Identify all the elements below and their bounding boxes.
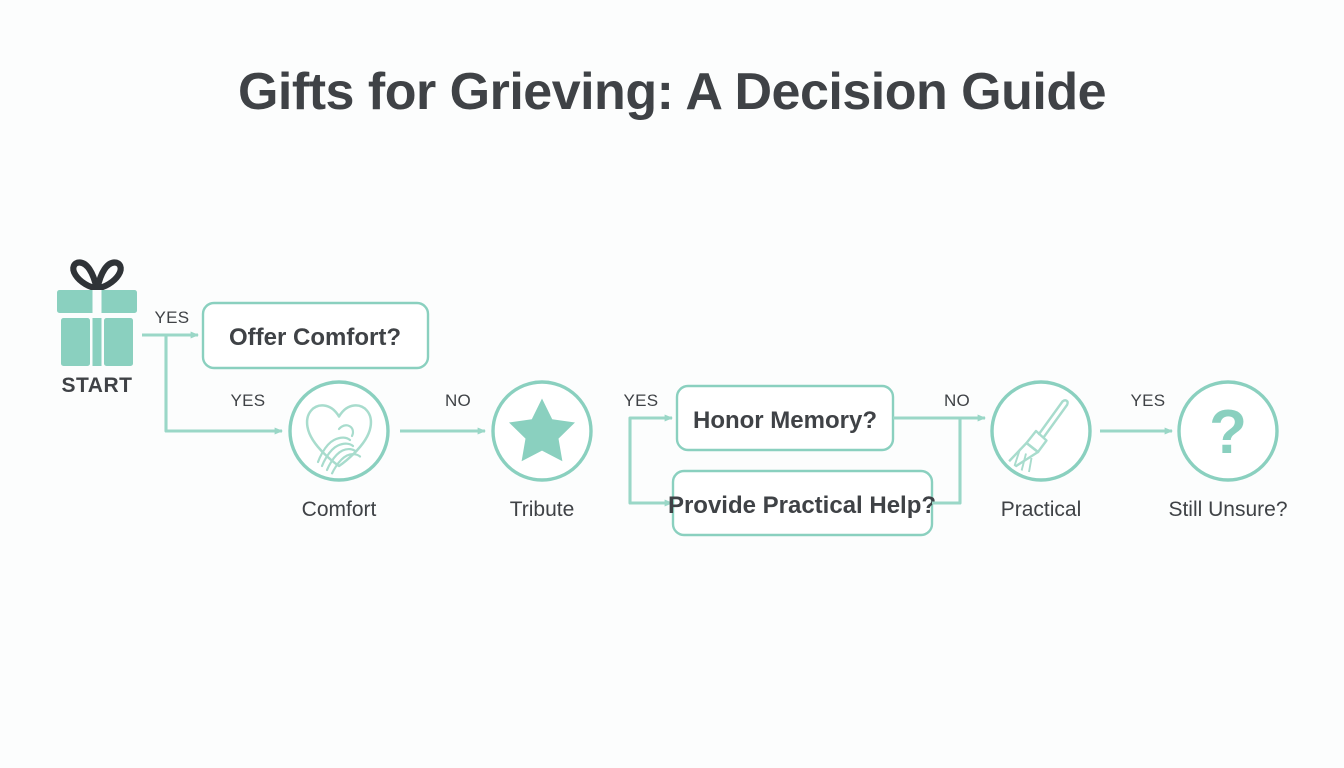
outcome-comfort[interactable]: Comfort: [288, 380, 390, 521]
outcome-practical[interactable]: Practical: [990, 380, 1092, 521]
outcome-still-unsure-label: Still Unsure?: [1168, 498, 1287, 521]
edge-tribute-to-middle-boxes: YES: [624, 391, 673, 507]
edge-label-yes-1: YES: [155, 308, 190, 327]
outcome-tribute[interactable]: Tribute: [491, 380, 593, 521]
edge-start-to-offer-comfort: YES: [142, 308, 199, 339]
outcome-tribute-label: Tribute: [510, 498, 575, 521]
heart-hands-icon: [305, 404, 373, 475]
decision-honor-memory-label: Honor Memory?: [693, 407, 877, 434]
question-mark-icon: ?: [1209, 398, 1247, 467]
decision-provide-practical-help[interactable]: Provide Practical Help?: [668, 469, 936, 537]
gift-icon: [57, 259, 137, 366]
decision-offer-comfort[interactable]: Offer Comfort?: [201, 301, 430, 370]
edge-label-no-2: NO: [944, 391, 970, 410]
decision-offer-comfort-label: Offer Comfort?: [229, 324, 401, 351]
edge-label-yes-4: YES: [1131, 391, 1166, 410]
edge-comfort-to-tribute: NO: [400, 391, 486, 435]
edge-label-yes-2: YES: [231, 391, 266, 410]
outcome-comfort-label: Comfort: [302, 498, 377, 521]
decision-provide-practical-help-label: Provide Practical Help?: [668, 492, 936, 519]
edge-middle-boxes-to-practical: NO: [893, 391, 986, 505]
edge-practical-to-still-unsure: YES: [1100, 391, 1173, 435]
edge-label-yes-3: YES: [624, 391, 659, 410]
page-title: Gifts for Grieving: A Decision Guide: [237, 63, 1107, 121]
outcome-still-unsure[interactable]: ? Still Unsure?: [1168, 380, 1288, 521]
edge-start-to-comfort: YES: [164, 335, 283, 435]
edge-label-no-1: NO: [445, 391, 471, 410]
decision-honor-memory[interactable]: Honor Memory?: [675, 384, 895, 452]
outcome-practical-label: Practical: [1001, 498, 1082, 521]
start-label: START: [62, 374, 133, 397]
star-icon: [509, 398, 575, 462]
